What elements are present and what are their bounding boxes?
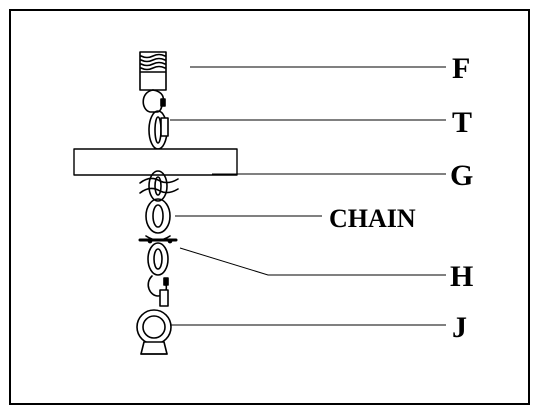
label-j: J: [452, 311, 467, 344]
top-loop-hook: [142, 89, 166, 113]
diagram-frame: [9, 9, 530, 405]
label-chain: CHAIN: [329, 204, 416, 233]
lower-chain-links: [147, 242, 169, 297]
label-g: G: [450, 159, 473, 192]
leader-line-h: [179, 247, 446, 276]
canopy-part: [73, 148, 238, 176]
label-t: T: [452, 106, 472, 139]
bottom-ring-part: [136, 289, 172, 355]
threaded-nipple-part: [139, 51, 167, 91]
top-chain-link: [148, 110, 169, 150]
label-f: F: [452, 52, 470, 85]
chain-links: [139, 170, 179, 234]
collar-loop-part: [138, 235, 178, 244]
label-h: H: [450, 260, 473, 293]
